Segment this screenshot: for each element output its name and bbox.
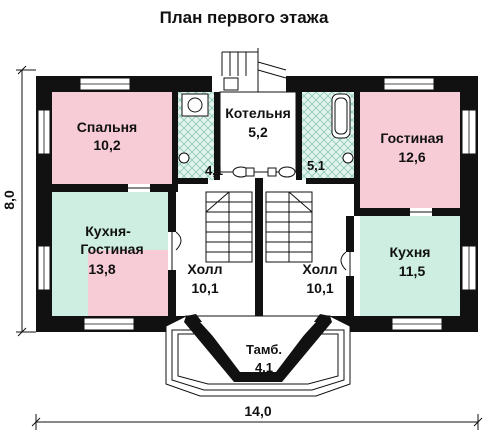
bedroom-name: Спальня: [77, 119, 137, 135]
staircase-left: [205, 191, 253, 263]
kitchen-fill: [360, 216, 460, 316]
plan-title: План первого этажа: [159, 8, 329, 27]
living-fill: [360, 92, 460, 208]
kitchen-living-area: 13,8: [88, 261, 115, 277]
kitchen-area: 11,5: [399, 263, 426, 279]
rear-steps: [221, 48, 287, 92]
hall-left-name: Холл: [187, 261, 222, 277]
width-label: 14,0: [244, 403, 271, 419]
windows: [37, 77, 477, 331]
height-label: 8,0: [1, 190, 17, 210]
vestibule-name: Тамб.: [246, 342, 282, 357]
kitchen-name: Кухня: [390, 244, 431, 260]
kitchen-living-name-2: Гостиная: [80, 241, 143, 257]
bath-right-area: 5,1: [307, 158, 325, 173]
boiler-name: Котельня: [225, 105, 291, 121]
hall-right-name: Холл: [302, 261, 337, 277]
living-area: 12,6: [398, 149, 425, 165]
living-name: Гостиная: [380, 130, 443, 146]
height-dimension: 8,0: [1, 65, 36, 337]
staircase-right: [265, 191, 313, 263]
bedroom-area: 10,2: [93, 137, 120, 153]
bedroom-fill: [52, 92, 172, 184]
vestibule-area: 4,1: [255, 360, 273, 375]
bath-fixtures: [178, 93, 354, 178]
width-dimension: 14,0: [31, 403, 483, 430]
kitchen-living-name-1: Кухня-: [85, 223, 131, 239]
bath-left-area: 4,1: [205, 163, 223, 178]
vestibule-porch: [165, 314, 351, 397]
kitchen-living-pink-part: [88, 250, 168, 316]
hall-right-area: 10,1: [306, 280, 333, 296]
interior-walls: [52, 92, 460, 318]
door-marks: [128, 187, 432, 276]
boiler-area: 5,2: [248, 124, 268, 140]
hall-left-area: 10,1: [191, 280, 218, 296]
